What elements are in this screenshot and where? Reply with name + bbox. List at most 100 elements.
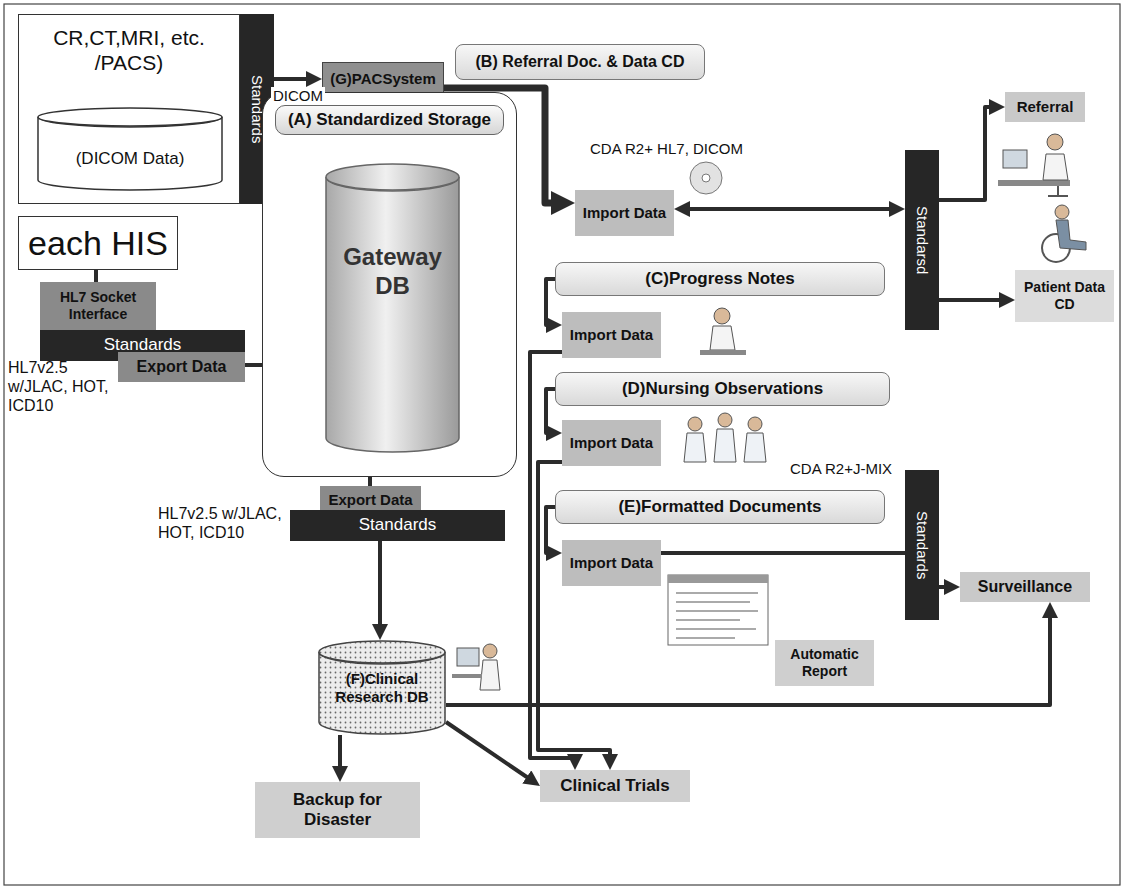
nurses-figure — [684, 413, 766, 462]
standards-band: Standards — [905, 470, 939, 620]
doctor-figure — [998, 134, 1070, 196]
flow-arrow — [368, 477, 372, 486]
import-box: Import Data — [562, 312, 661, 358]
node-text: (DICOM Data) — [76, 149, 185, 169]
document-box: (C)Progress Notes — [555, 262, 885, 296]
chair — [1048, 186, 1068, 196]
standards-band: Standards — [290, 510, 505, 541]
document-box: (E)Formatted Documents — [555, 490, 885, 524]
dicom-cylinder: (DICOM Data) — [37, 107, 223, 191]
trials-box: Clinical Trials — [540, 770, 690, 802]
node-text: (D)Nursing Observations — [622, 379, 823, 399]
body — [684, 433, 706, 462]
node-text: Standards — [913, 511, 931, 579]
document-box: (D)Nursing Observations — [555, 372, 890, 406]
head — [718, 413, 732, 427]
cylinder-shape — [318, 640, 446, 735]
standard-label: HL7v2.5 w/JLAC, HOT, ICD10 — [158, 504, 288, 542]
node-text: (C)Progress Notes — [645, 269, 794, 289]
flow-arrow — [939, 298, 1007, 302]
node-text: Export Data — [328, 491, 412, 509]
desk — [452, 674, 482, 678]
body — [744, 433, 766, 462]
referral-box: Referral — [1005, 92, 1085, 122]
node-text: (F)Clinical Research DB — [328, 670, 436, 706]
cd-disc — [690, 162, 722, 194]
node-text: Import Data — [583, 204, 666, 222]
edge-label: DICOM — [271, 87, 325, 105]
cylinder-body — [326, 177, 459, 452]
node-text: Import Data — [570, 554, 653, 572]
modality-box: CR,CT,MRI, etc. /PACS) (DICOM Data) — [18, 14, 240, 204]
node-text: Surveillance — [978, 577, 1072, 596]
cylinder-top — [38, 108, 222, 126]
node-text: HL7 Socket Interface — [46, 289, 150, 323]
node-text: Gateway DB — [343, 243, 443, 301]
head — [748, 417, 762, 431]
flow-arrow — [546, 389, 555, 433]
report-box: Automatic Report — [775, 640, 874, 686]
node-text: Backup for Disaster — [283, 790, 393, 831]
node-text: (B) Referral Doc. & Data CD — [476, 52, 685, 71]
cylinder-top — [326, 164, 459, 190]
patient-cd-box: Patient Data CD — [1015, 270, 1114, 322]
node-text: Standards — [359, 515, 437, 535]
node-text: Clinical Trials — [560, 776, 670, 796]
standards-band: Standarsd — [905, 150, 939, 330]
cylinder-body — [319, 652, 445, 734]
head — [688, 417, 702, 431]
head — [714, 308, 730, 324]
node-text: Automatic Report — [781, 646, 868, 680]
flow-arrow — [939, 585, 952, 589]
cylinder-body — [38, 117, 222, 190]
flow-arrow — [274, 77, 314, 81]
monitor — [1003, 150, 1027, 168]
body — [710, 326, 735, 350]
node-text: (G)PACSystem — [330, 70, 436, 88]
node-text: Referral — [1017, 98, 1074, 116]
window — [668, 575, 768, 645]
document-box: (B) Referral Doc. & Data CD — [455, 44, 705, 80]
researcher-figure — [452, 644, 500, 690]
title-bar — [668, 575, 768, 583]
flow-arrow — [338, 735, 342, 774]
flow-arrow — [546, 507, 555, 553]
pacs-box: (G)PACSystem — [322, 62, 444, 96]
standard-label: CDA R2+ HL7, DICOM — [590, 140, 743, 158]
cylinder-top — [319, 641, 445, 663]
node-text: (E)Formatted Documents — [618, 497, 821, 517]
cd-hole — [702, 174, 710, 182]
node-text: CR,CT,MRI, etc. /PACS) — [42, 25, 217, 75]
flow-arrow — [446, 722, 533, 781]
desk — [700, 350, 746, 355]
flow-arrow — [661, 551, 905, 555]
cylinder-shape — [325, 163, 460, 453]
outer-frame — [4, 4, 1120, 885]
body — [1043, 154, 1068, 180]
node-text: Import Data — [570, 326, 653, 344]
standard-label: CDA R2+J-MIX — [790, 460, 892, 478]
node-text: each HIS — [28, 223, 168, 264]
backup-box: Backup for Disaster — [255, 782, 420, 838]
body — [714, 429, 736, 462]
export-box: Export Data — [118, 352, 245, 382]
import-box: Import Data — [575, 190, 674, 236]
database-cylinder: Gateway DB — [325, 163, 460, 453]
head — [1055, 205, 1069, 219]
region-heading: (A) Standardized Storage — [275, 105, 504, 135]
flow-arrow — [546, 279, 555, 325]
storage-region: (A) Standardized StorageGateway DB — [262, 92, 517, 477]
desk — [998, 180, 1070, 186]
text-lines — [676, 593, 758, 638]
head — [1047, 134, 1063, 150]
flow-arrow — [939, 107, 997, 200]
interface-box: HL7 Socket Interface — [40, 282, 156, 330]
node-text: Export Data — [137, 357, 227, 376]
monitor — [457, 648, 479, 666]
flow-arrow — [94, 270, 98, 282]
node-text: Standarsd — [913, 206, 931, 274]
import-box: Import Data — [562, 420, 661, 466]
flow-arrow — [682, 207, 897, 211]
wheelchair-figure — [1042, 205, 1086, 262]
